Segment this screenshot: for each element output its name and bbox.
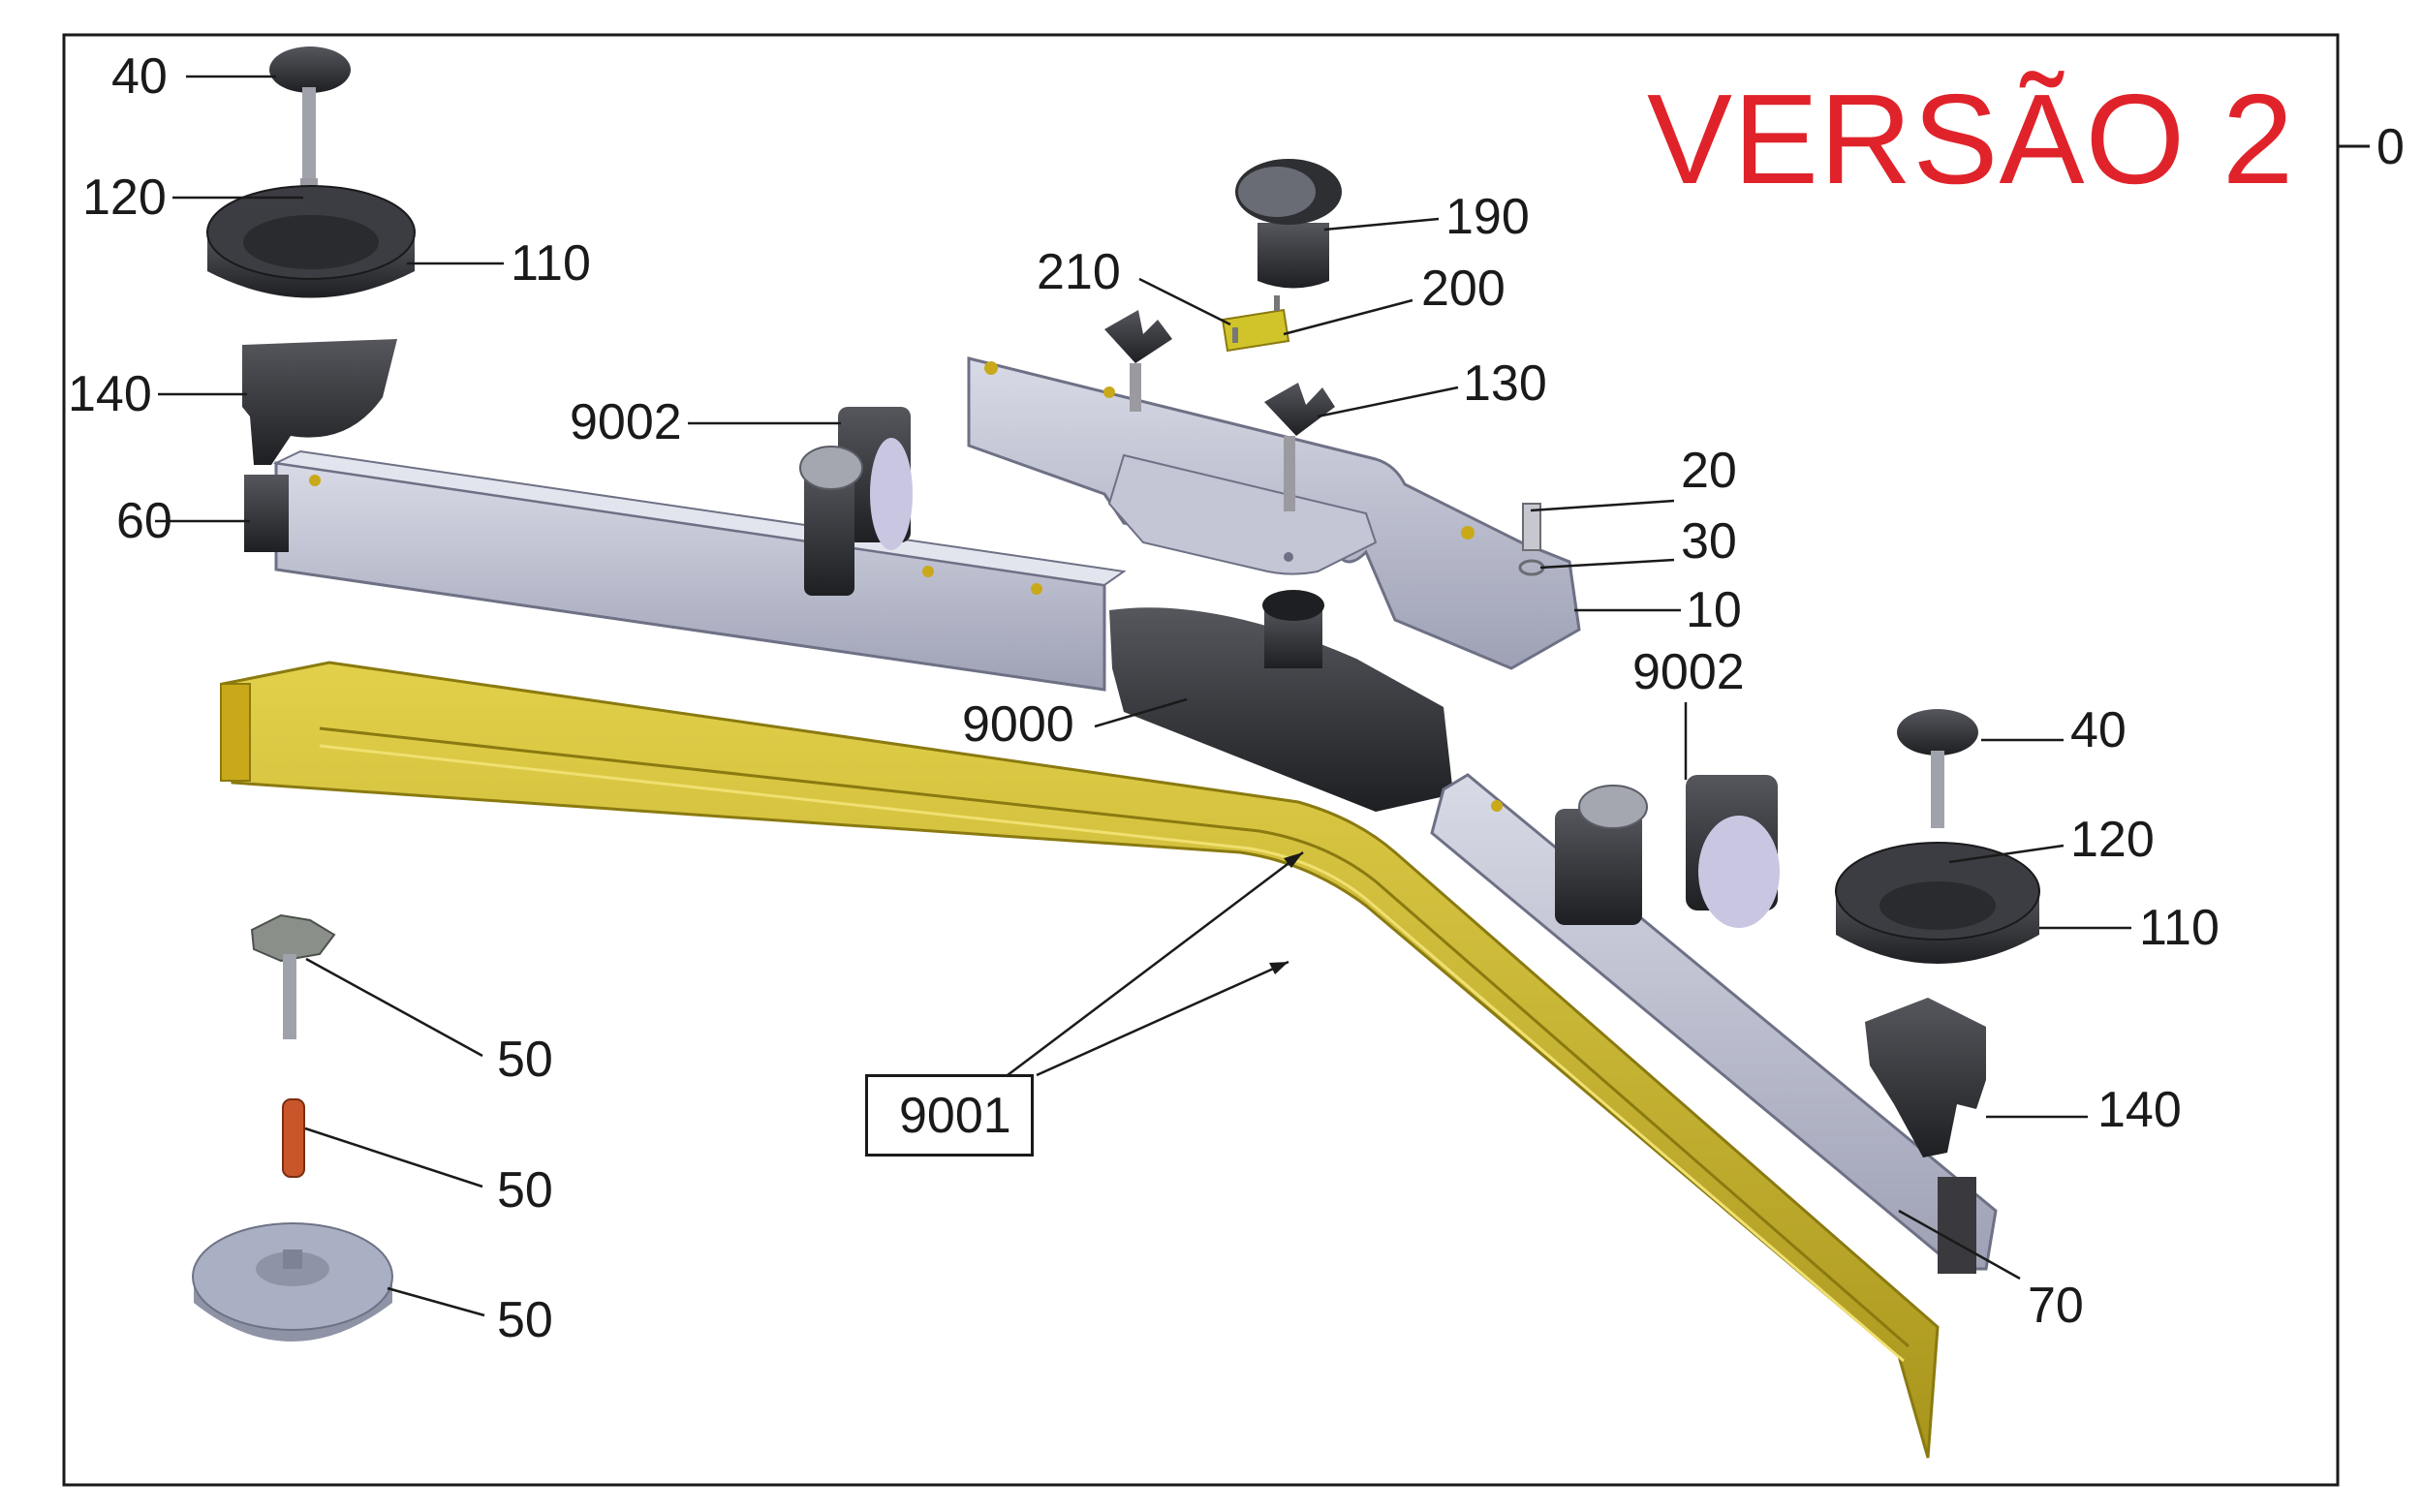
left-bracket xyxy=(799,407,913,596)
callout-9002-right: 9002 xyxy=(1632,644,1745,700)
callout-120-right: 120 xyxy=(2070,812,2155,868)
callout-9000: 9000 xyxy=(962,696,1074,753)
callout-9001-box xyxy=(865,1074,1034,1157)
callout-40-left: 40 xyxy=(111,48,168,105)
squeegee-blade xyxy=(220,661,1940,1459)
callout-70: 70 xyxy=(2028,1278,2084,1334)
leader-arrowheads xyxy=(1269,852,1303,974)
callout-40-right: 40 xyxy=(2070,702,2127,758)
callout-60: 60 xyxy=(116,493,172,549)
callout-9001: 9001 xyxy=(899,1088,1011,1144)
left-rail xyxy=(244,449,1127,692)
callout-9002-left: 9002 xyxy=(570,394,682,450)
leader-lines xyxy=(155,75,2131,1317)
left-knob-assembly xyxy=(206,46,416,465)
callout-190: 190 xyxy=(1445,189,1530,245)
callout-200: 200 xyxy=(1421,261,1506,317)
right-bracket xyxy=(1555,775,1780,928)
side-tick-label: 0 xyxy=(2376,119,2405,175)
mounting-plate xyxy=(967,356,1581,670)
callout-50-wheel: 50 xyxy=(497,1292,553,1348)
callout-110-right: 110 xyxy=(2139,900,2220,956)
top-hardware xyxy=(1104,159,1545,576)
callout-10: 10 xyxy=(1686,582,1742,638)
callout-20: 20 xyxy=(1681,443,1737,499)
callout-140-left: 140 xyxy=(68,366,152,422)
version-title: VERSÃO 2 xyxy=(1647,68,2295,210)
callout-140-right: 140 xyxy=(2097,1082,2182,1138)
callout-50-knob: 50 xyxy=(497,1032,553,1088)
spare-parts-50 xyxy=(192,913,393,1342)
callout-120-left: 120 xyxy=(82,170,167,226)
callout-210: 210 xyxy=(1037,244,1121,300)
callout-110-left: 110 xyxy=(511,235,591,292)
callout-130: 130 xyxy=(1463,355,1547,412)
callout-30: 30 xyxy=(1681,513,1737,570)
drive-unit xyxy=(1109,590,1453,812)
drawing-frame xyxy=(62,33,2340,1487)
callout-50-pin: 50 xyxy=(497,1162,553,1219)
right-knob-assembly xyxy=(1835,709,2040,1157)
